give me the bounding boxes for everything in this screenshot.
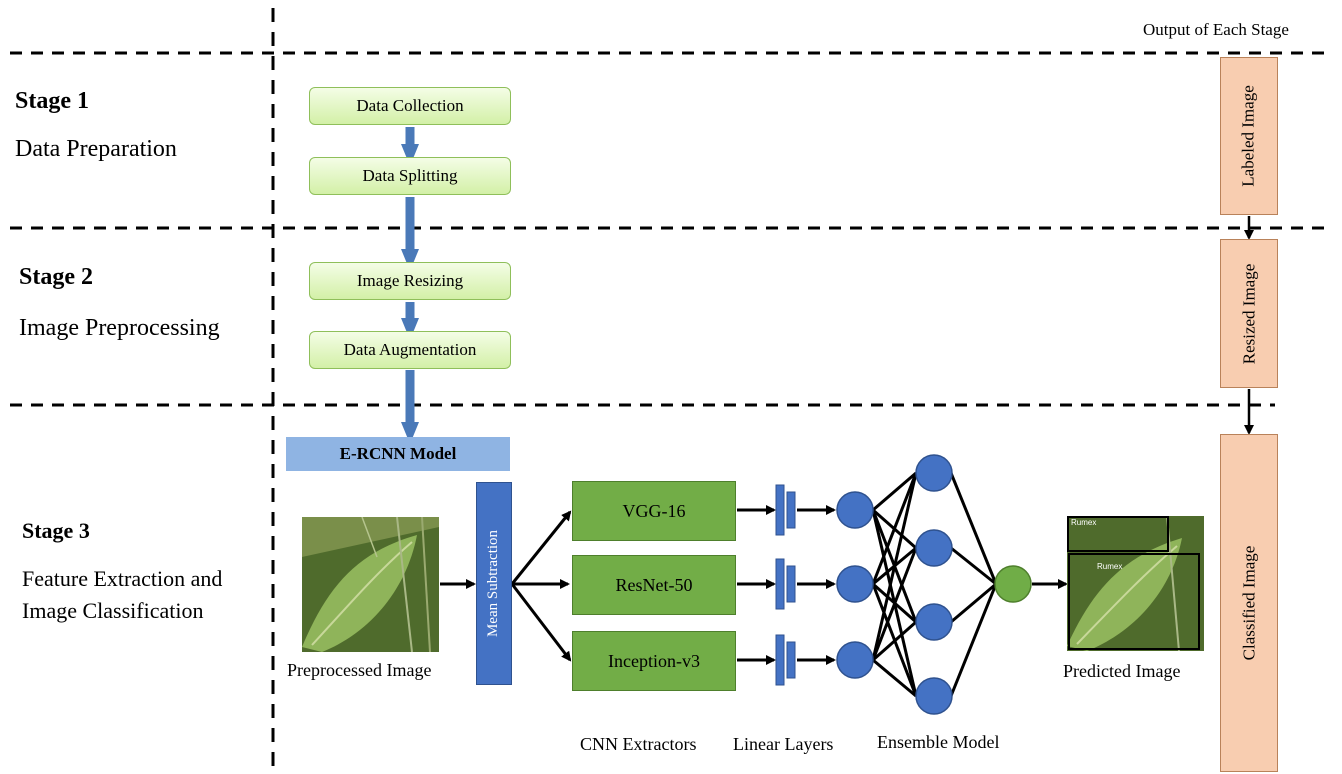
flow-step-data-collection: Data Collection: [309, 87, 511, 125]
input-node-2: [836, 565, 874, 603]
leaf-image-graphic: [302, 517, 439, 652]
output-classified-image: Classified Image: [1220, 434, 1278, 772]
stage-3-title: Stage 3: [22, 518, 90, 543]
cnn-extractors-label: CNN Extractors: [580, 734, 697, 754]
predicted-image-caption: Predicted Image: [1063, 661, 1181, 681]
flow-step-data-splitting: Data Splitting: [309, 157, 511, 195]
cnn-extractor-vgg16: VGG-16: [572, 481, 736, 541]
cnn-extractor-inception-v3: Inception-v3: [572, 631, 736, 691]
predicted-image-graphic: [1067, 516, 1204, 651]
hidden-node-3: [915, 603, 953, 641]
bbox-label-2: Rumex: [1097, 562, 1123, 571]
hidden-node-1: [915, 454, 953, 492]
output-classified-image-label: Classified Image: [1239, 545, 1258, 661]
e-rcnn-model-title: E-RCNN Model: [286, 437, 510, 471]
stage-1-title: Stage 1: [15, 88, 89, 114]
stage-3-subtitle-line2: Image Classification: [22, 598, 204, 623]
input-node-1: [836, 491, 874, 529]
cnn-extractor-resnet50: ResNet-50: [572, 555, 736, 615]
output-labeled-image: Labeled Image: [1220, 57, 1278, 215]
stage-1-subtitle: Data Preparation: [15, 136, 177, 162]
flow-step-data-augmentation: Data Augmentation: [309, 331, 511, 369]
stage-2-title: Stage 2: [19, 264, 93, 290]
bbox-label-1: Rumex: [1071, 518, 1097, 527]
hidden-node-2: [915, 529, 953, 567]
output-stage-header: Output of Each Stage: [1143, 20, 1289, 39]
flow-step-image-resizing: Image Resizing: [309, 262, 511, 300]
linear-layers-label: Linear Layers: [733, 734, 834, 754]
output-node: [994, 565, 1032, 603]
output-resized-image-label: Resized Image: [1239, 263, 1259, 364]
predicted-leaf-image: Rumex Rumex: [1067, 516, 1204, 651]
stage-2-subtitle: Image Preprocessing: [19, 315, 220, 341]
mean-subtraction-block: Mean Subtraction: [476, 482, 512, 685]
preprocessed-image-caption: Preprocessed Image: [287, 660, 432, 680]
stage-3-subtitle-line1: Feature Extraction and: [22, 566, 223, 591]
ensemble-model-label: Ensemble Model: [877, 732, 1000, 752]
output-resized-image: Resized Image: [1220, 239, 1278, 388]
mean-subtraction-label: Mean Subtraction: [485, 529, 502, 638]
hidden-node-4: [915, 677, 953, 715]
linear-layer-3: [775, 634, 796, 686]
linear-layer-1: [775, 484, 796, 536]
output-labeled-image-label: Labeled Image: [1239, 85, 1258, 187]
input-node-3: [836, 641, 874, 679]
preprocessed-leaf-image: [302, 517, 439, 652]
linear-layer-2: [775, 558, 796, 610]
